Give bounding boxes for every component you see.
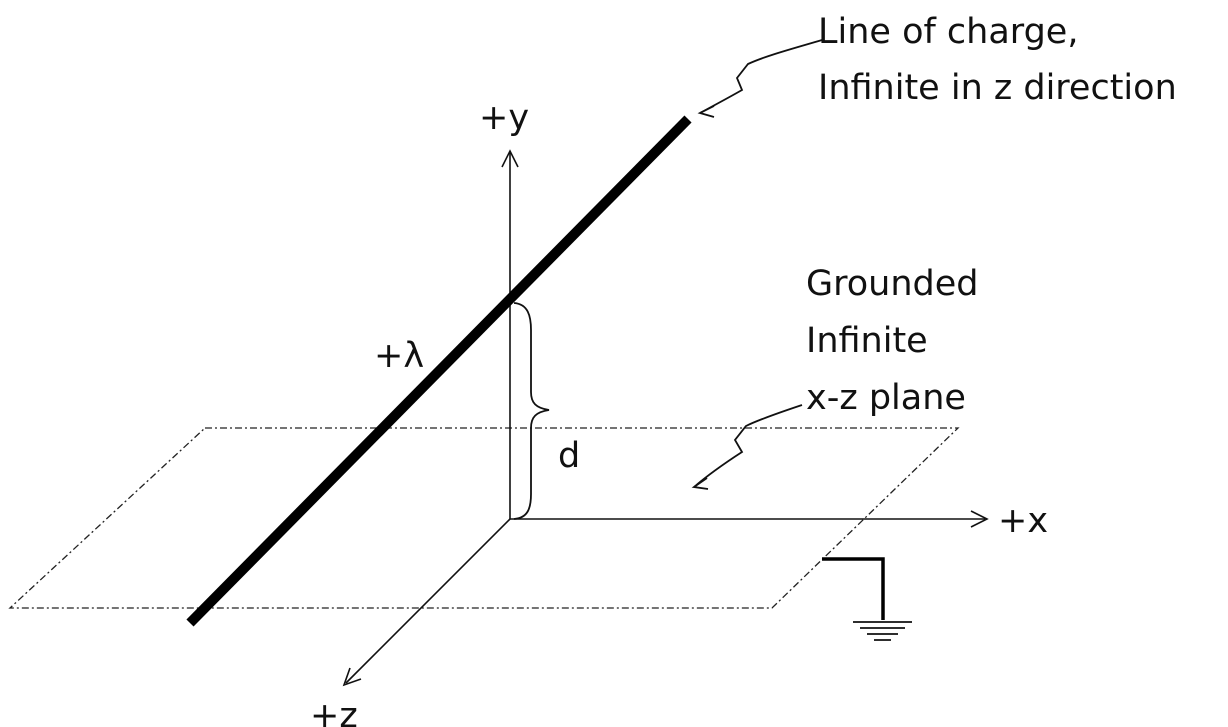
line-of-charge-label-line1: Line of charge, — [818, 12, 1078, 52]
x-axis — [510, 510, 989, 528]
plane-label-line2: Infinite — [806, 321, 928, 361]
plane-label-line1: Grounded — [806, 264, 979, 304]
distance-brace — [513, 302, 550, 520]
line-of-charge-leader — [697, 39, 823, 118]
line-of-charge-label-line2: Infinite in z direction — [818, 68, 1177, 108]
y-axis — [501, 149, 519, 519]
x-axis-label: +x — [998, 501, 1048, 541]
plane-label-line3: x-z plane — [806, 378, 966, 418]
z-axis — [342, 518, 511, 687]
distance-label: d — [558, 436, 580, 476]
xz-plane-outline — [8, 427, 960, 609]
plane-leader — [691, 404, 803, 490]
z-axis-label: +z — [310, 696, 358, 727]
line-of-charge — [186, 115, 692, 627]
lambda-label: +λ — [374, 336, 424, 376]
ground-symbol — [822, 557, 912, 641]
y-axis-label: +y — [479, 98, 529, 138]
